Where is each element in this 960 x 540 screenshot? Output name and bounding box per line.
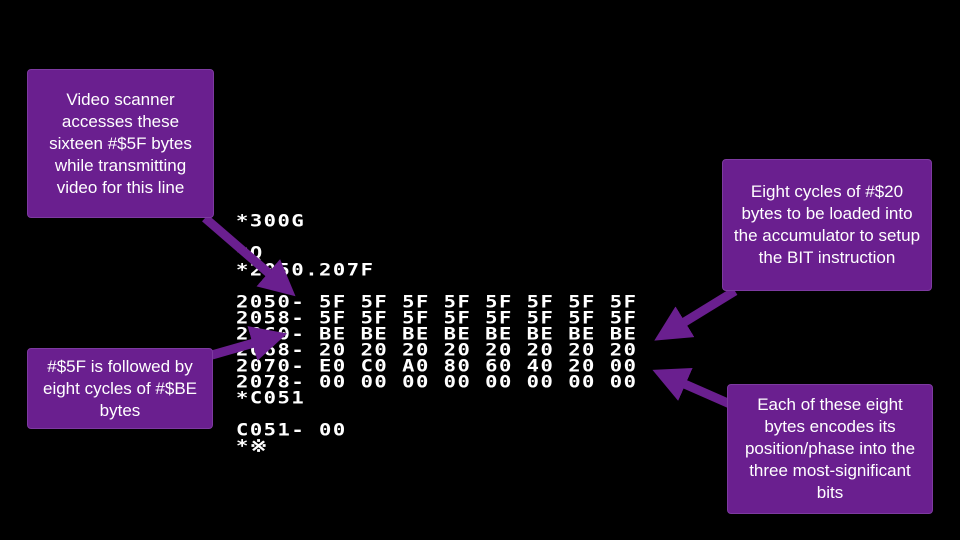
callout-video-scanner: Video scanner accesses these sixteen #$5… xyxy=(27,69,214,218)
callout-eight-cycles-20: Eight cycles of #$20 bytes to be loaded … xyxy=(722,159,932,291)
terminal-line-quit-command: *Q xyxy=(236,242,264,263)
terminal-line-dump-2058: 2058- 5F 5F 5F 5F 5F 5F 5F 5F xyxy=(236,307,638,328)
terminal-line-dump-2078: 2078- 00 00 00 00 00 00 00 00 xyxy=(236,371,638,392)
terminal-line-c051-result: C051- 00 xyxy=(236,419,347,440)
callout-each-eight-bytes: Each of these eight bytes encodes its po… xyxy=(727,384,933,514)
terminal-line-run-command: *300G xyxy=(236,210,306,231)
callout-five-f-followed: #$5F is followed by eight cycles of #$BE… xyxy=(27,348,213,429)
terminal-line-prompt-cursor: *※ xyxy=(236,435,269,456)
terminal-line-dump-command: *2050.207F xyxy=(236,259,375,280)
terminal-line-dump-2060: 2060- BE BE BE BE BE BE BE BE xyxy=(236,323,638,344)
arrow-each-eight-bytes xyxy=(652,367,732,409)
apple-monitor-terminal: *300G *Q *2050.207F 2050- 5F 5F 5F 5F 5F… xyxy=(236,0,656,540)
terminal-line-read-c051-command: *C051 xyxy=(236,387,306,408)
terminal-line-dump-2050: 2050- 5F 5F 5F 5F 5F 5F 5F 5F xyxy=(236,291,638,312)
terminal-line-dump-2070: 2070- E0 C0 A0 80 60 40 20 00 xyxy=(236,355,638,376)
terminal-line-dump-2068: 2068- 20 20 20 20 20 20 20 20 xyxy=(236,339,638,360)
arrow-eight-cycles-20 xyxy=(654,287,738,341)
